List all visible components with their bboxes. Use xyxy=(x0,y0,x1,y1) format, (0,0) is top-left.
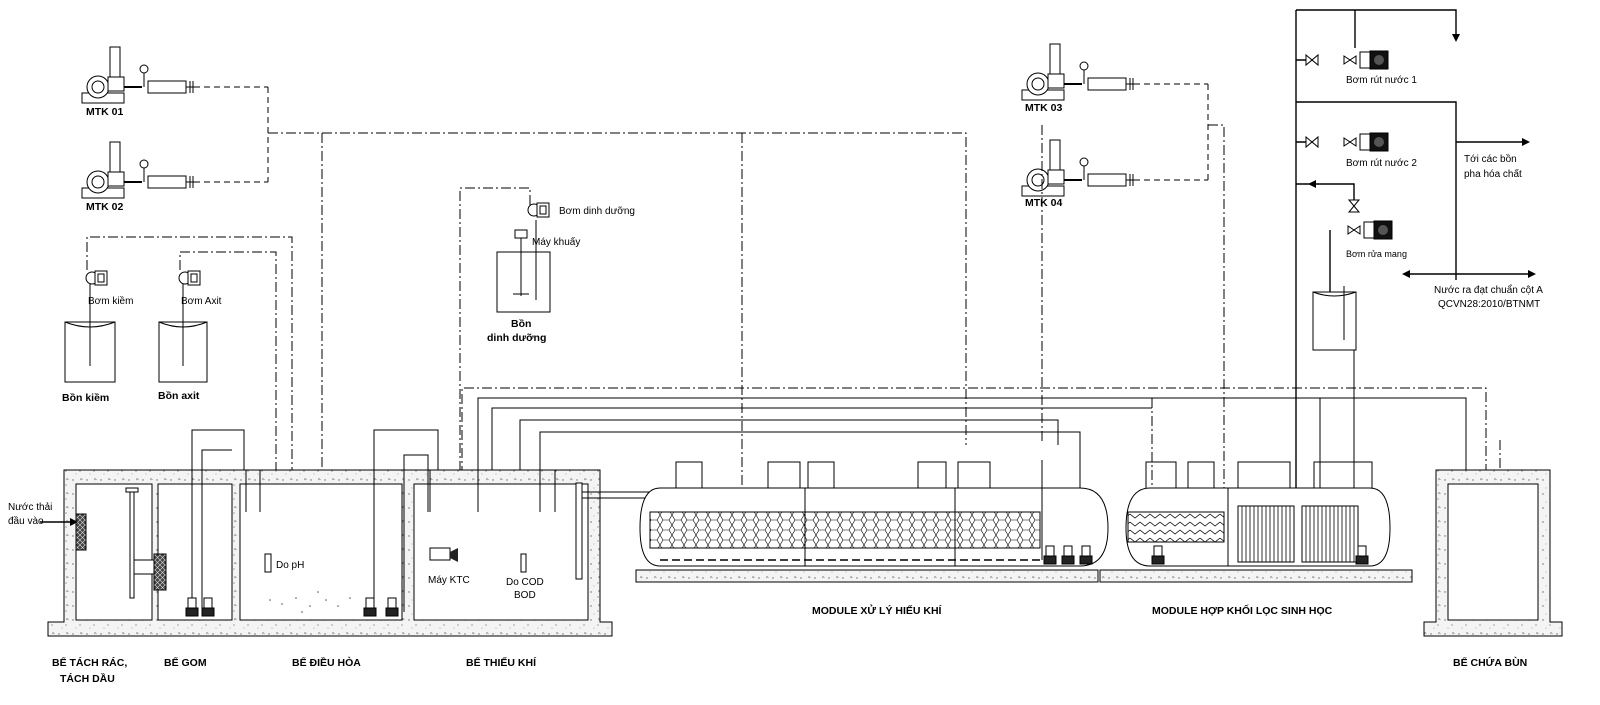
sub-pump-ae-2 xyxy=(1061,545,1075,565)
valve-2 xyxy=(1305,135,1319,149)
valve-1 xyxy=(1305,53,1319,67)
sub-pump-gom-2 xyxy=(201,597,215,617)
label-ktc: Máy KTC xyxy=(428,575,470,586)
pump-acid xyxy=(178,270,201,286)
module-biofilter xyxy=(1099,461,1413,583)
label-section-2: BỂ GOM xyxy=(164,656,207,669)
diffuser-bubbles xyxy=(269,591,351,613)
sub-pump-gom-1 xyxy=(185,597,199,617)
label-inlet-1: Nước thải xyxy=(8,502,52,513)
mixer-ktc xyxy=(429,547,458,562)
pipe-drops xyxy=(245,470,556,512)
tank-nutrient xyxy=(496,251,551,313)
label-inlet-2: đầu vào xyxy=(8,515,44,527)
label-mtk01: MTK 01 xyxy=(86,106,124,118)
label-section-5: MODULE XỬ LÝ HIẾU KHÍ xyxy=(812,604,943,617)
blower-mtk01 xyxy=(81,46,195,104)
tank-clean-water xyxy=(1312,291,1357,351)
label-mtk03: MTK 03 xyxy=(1025,102,1063,114)
pump-draw-2 xyxy=(1343,132,1389,152)
label-section-7: BỂ CHỨA BÙN xyxy=(1453,656,1527,669)
blower-mtk04 xyxy=(1021,139,1135,197)
label-pump-nutrient: Bơm dinh dưỡng xyxy=(559,206,635,217)
sub-pump-dh-1 xyxy=(363,597,377,617)
blower-mtk03 xyxy=(1021,43,1135,101)
label-tank-alkali: Bồn kiềm xyxy=(62,392,109,404)
screen-mesh xyxy=(75,513,87,551)
label-tank-nutrient-2: dinh dưỡng xyxy=(487,332,546,344)
valve-3 xyxy=(1347,199,1361,213)
label-section-3: BỂ ĐIỀU HÒA xyxy=(292,656,361,669)
label-mtk02: MTK 02 xyxy=(86,201,124,213)
cod-probe xyxy=(520,553,527,573)
label-to-tanks-2: pha hóa chất xyxy=(1464,168,1522,180)
sub-pump-bio-1 xyxy=(1151,545,1165,565)
sub-pump-bio-2 xyxy=(1355,545,1369,565)
section-labels: BỂ TÁCH RÁC, TÁCH DẦU BỂ GOM BỂ ĐIỀU HÒA… xyxy=(52,603,1527,685)
label-mtk04: MTK 04 xyxy=(1025,197,1063,209)
label-to-tanks-1: Tới các bồn xyxy=(1464,153,1517,165)
tank-sludge xyxy=(1423,469,1563,637)
label-mixer: Máy khuấy xyxy=(532,236,580,248)
sub-pump-ae-1 xyxy=(1043,545,1057,565)
pump-alkali xyxy=(85,270,108,286)
blower-mtk02 xyxy=(81,141,195,199)
label-ph: Do pH xyxy=(276,560,304,571)
mixer-motor xyxy=(514,229,528,239)
label-outlet-1: Nước ra đạt chuẩn cột A xyxy=(1434,284,1543,296)
label-section-1a: BỂ TÁCH RÁC, xyxy=(52,656,127,669)
module-aerobic xyxy=(635,460,1109,583)
label-pump-draw-2: Bơm rút nước 2 xyxy=(1346,158,1417,169)
sub-pump-ae-3 xyxy=(1079,545,1093,565)
label-pump-acid: Bơm Axit xyxy=(181,296,222,307)
label-cod-2: BOD xyxy=(514,590,536,601)
label-section-6: MODULE HỢP KHỐI LỌC SINH HỌC xyxy=(1152,603,1333,617)
label-section-4: BỂ THIẾU KHÍ xyxy=(466,656,537,669)
label-pump-backwash: Bơm rửa mang xyxy=(1346,249,1407,259)
tanks-left xyxy=(47,469,613,637)
sub-pump-dh-2 xyxy=(385,597,399,617)
label-tank-acid: Bồn axit xyxy=(158,390,200,402)
pump-backwash xyxy=(1347,220,1393,240)
label-pump-draw-1: Bơm rút nước 1 xyxy=(1346,75,1417,86)
label-outlet-2: QCVN28:2010/BTNMT xyxy=(1438,299,1540,310)
label-cod-1: Do COD xyxy=(506,577,544,588)
pump-draw-1 xyxy=(1343,50,1389,70)
ph-probe xyxy=(264,553,272,573)
pump-nutrient xyxy=(527,202,550,218)
label-pump-alkali: Bơm kiềm xyxy=(88,295,133,307)
label-tank-nutrient-1: Bồn xyxy=(511,318,531,330)
label-section-1b: TÁCH DẦU xyxy=(60,672,115,685)
